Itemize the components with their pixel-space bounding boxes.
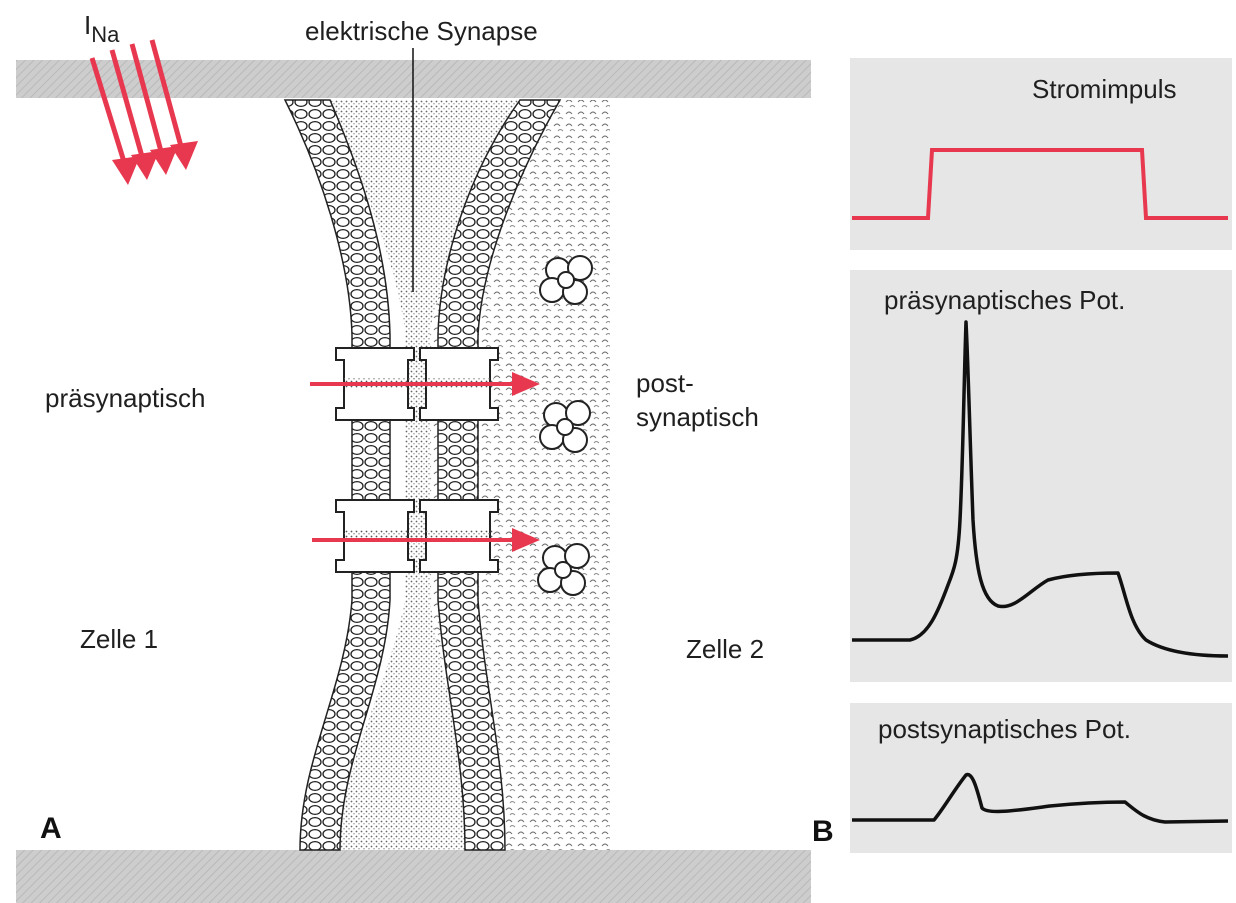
- current-pulse-title: Stromimpuls: [1032, 74, 1176, 104]
- trace-panel-presynaptic: [850, 270, 1232, 682]
- panel-a-letter: A: [40, 812, 62, 846]
- panel-b-letter: B: [812, 815, 834, 849]
- vesicle-cluster-1: [540, 256, 592, 304]
- postsynaptic-label-line2: synaptisch: [636, 402, 759, 432]
- cell1-label: Zelle 1: [80, 624, 158, 654]
- synapse-label: elektrische Synapse: [305, 16, 538, 46]
- presynaptic-potential-title: präsynaptisches Pot.: [884, 285, 1125, 315]
- postsynaptic-potential-title: postsynaptisches Pot.: [878, 714, 1131, 744]
- panel-a-illustration: [0, 0, 820, 903]
- current-label-subscript: Na: [91, 22, 119, 47]
- panel-b-traces: [820, 0, 1236, 903]
- cell2-label: Zelle 2: [686, 634, 764, 664]
- presynaptic-label: präsynaptisch: [45, 383, 205, 413]
- postsynaptic-label-line1: post-: [636, 368, 694, 398]
- membrane-bar-bottom: [16, 850, 811, 903]
- current-label: INa: [84, 10, 119, 42]
